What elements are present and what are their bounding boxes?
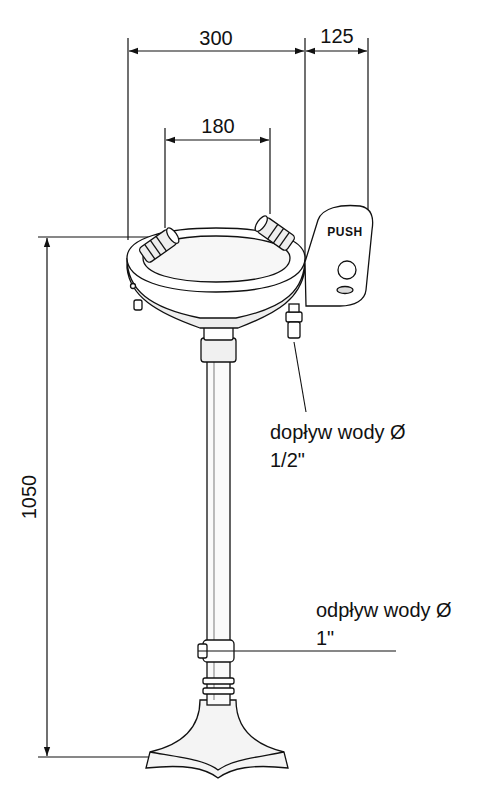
dimension-lines [38,38,368,757]
eyewash-station [127,206,373,778]
button-label: PUSH [327,224,362,241]
dimension-label: 125 [320,22,353,50]
dimension-label: 300 [199,24,232,52]
dimension-label: 180 [201,112,234,140]
connection-note: dopływ wody Ø 1/2" [270,418,410,474]
dimension-label: 1050 [15,475,43,520]
connection-note: odpływ wody Ø 1" [316,596,456,652]
